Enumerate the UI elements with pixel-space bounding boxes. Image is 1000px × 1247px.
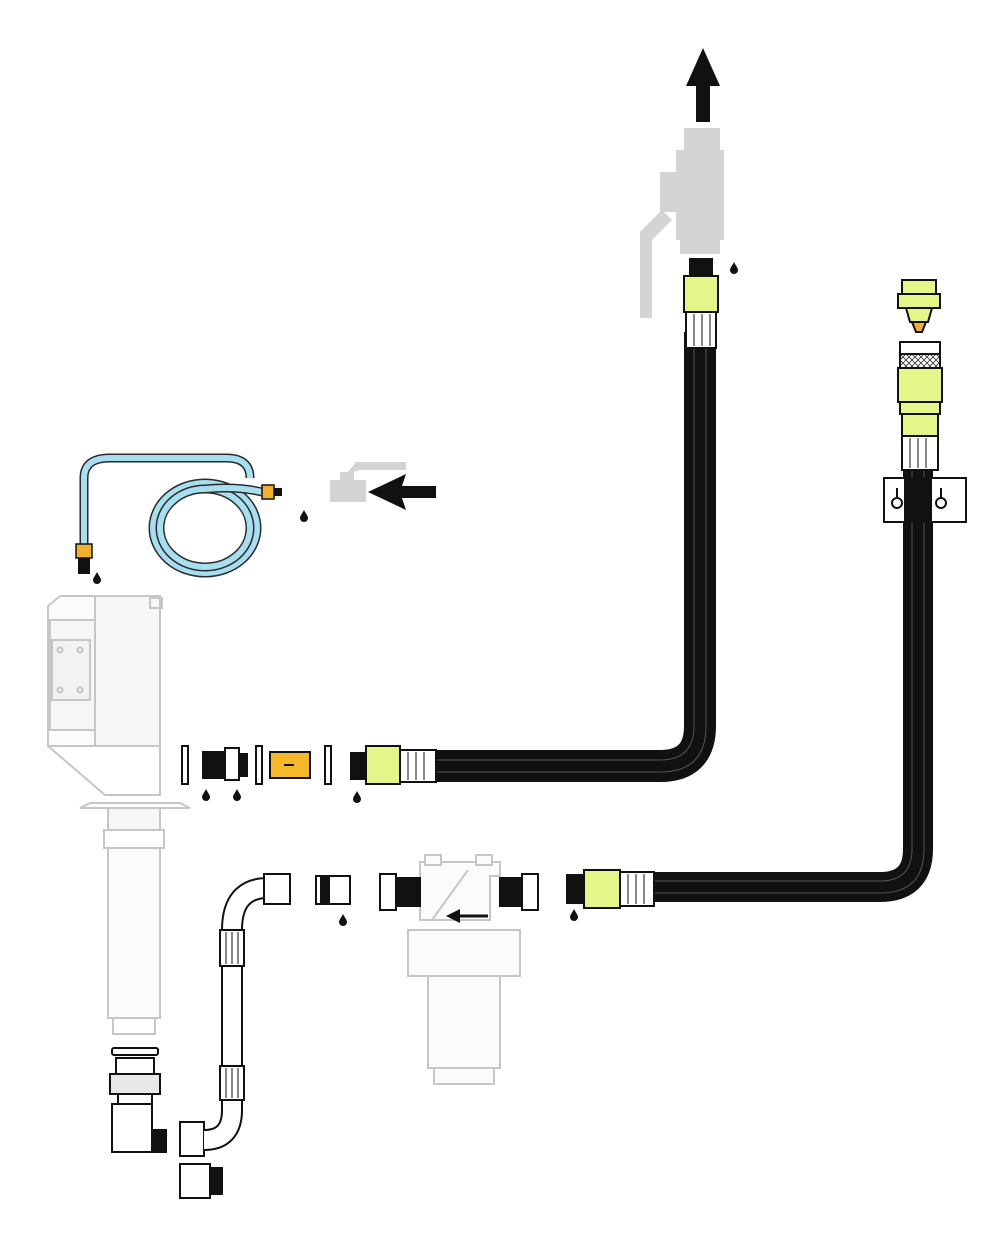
lower-right-hose — [566, 470, 933, 909]
wall-bracket — [883, 477, 967, 523]
bottom-elbow-fittings — [109, 1047, 223, 1199]
mid-row-fittings — [181, 745, 332, 785]
hose-ferrule-lines — [225, 314, 927, 1098]
air-hose-coiled — [75, 453, 282, 578]
upper-main-hose — [350, 258, 719, 785]
arrow-up-icon — [686, 48, 720, 122]
outlet-valve-ghost — [640, 128, 724, 318]
quick-coupler-assembly — [897, 279, 943, 471]
air-valve-ghost — [330, 462, 406, 502]
arrow-left-icon — [446, 909, 488, 923]
drop-icon — [93, 262, 738, 926]
filter-housing-ghost — [407, 854, 521, 1085]
arrow-left-icon — [368, 474, 436, 510]
filter-ports — [379, 873, 539, 911]
pump-body-ghost — [47, 595, 191, 1035]
bottom-flex-hose — [203, 873, 351, 1151]
